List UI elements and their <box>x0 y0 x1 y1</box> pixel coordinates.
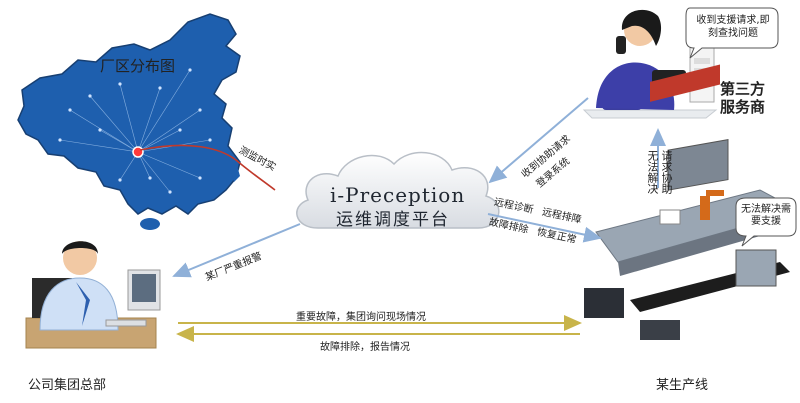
major-fault-label: 重要故障，集团询问现场情况 <box>296 312 426 323</box>
map-title: 厂区分布图 <box>100 57 176 75</box>
operator-speech-bubble <box>685 7 779 59</box>
request-assist-label: 请求协助 <box>660 150 673 194</box>
bubble-line-text: 无法解决需要支援 <box>741 204 791 227</box>
third-party-label: 第三方 <box>720 80 766 98</box>
bubble-operator-text: 收到支援请求,即刻查找问题 <box>696 15 770 39</box>
platform-cloud <box>296 151 500 229</box>
service-provider-label: 服务商 <box>720 98 766 116</box>
fault-report-label: 故障排除，报告情况 <box>320 342 410 353</box>
hq-label: 公司集团总部 <box>28 378 107 393</box>
production-line-label: 某生产线 <box>656 378 709 393</box>
platform-name: i-Preception <box>330 183 466 207</box>
platform-subtitle: 运维调度平台 <box>336 210 450 230</box>
china-map <box>17 13 241 230</box>
cannot-solve-label: 无法解决 <box>646 150 659 194</box>
arrow-to-platform-request <box>488 97 589 184</box>
arrow-remote-ops <box>487 213 602 243</box>
hq-worker <box>25 241 161 349</box>
line-speech-bubble <box>735 197 797 247</box>
alert-location-icon <box>132 146 144 158</box>
arrow-severe-alarm <box>172 223 301 278</box>
